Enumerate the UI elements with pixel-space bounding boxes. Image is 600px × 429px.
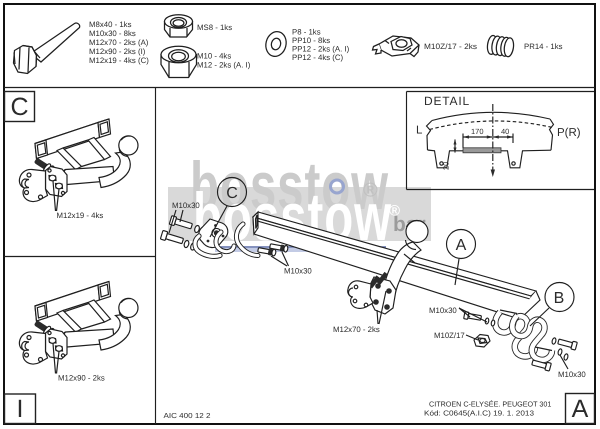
svg-text:170: 170 xyxy=(471,127,484,136)
svg-text:A: A xyxy=(456,237,467,254)
svg-text:M10x30: M10x30 xyxy=(558,370,586,379)
svg-text:®: ® xyxy=(363,180,378,202)
svg-text:M10Z/17 - 2ks: M10Z/17 - 2ks xyxy=(424,42,477,51)
svg-text:Kód: C0645(A.I.C) 19. 1. 2013: Kód: C0645(A.I.C) 19. 1. 2013 xyxy=(424,409,534,418)
svg-text:M10x30: M10x30 xyxy=(172,201,200,210)
svg-text:M12x90 - 2ks (I): M12x90 - 2ks (I) xyxy=(89,47,146,56)
svg-text:PP10 - 8ks: PP10 - 8ks xyxy=(292,36,330,45)
svg-text:M12x19 - 4ks: M12x19 - 4ks xyxy=(57,211,104,220)
svg-text:M8x40 - 1ks: M8x40 - 1ks xyxy=(89,20,132,29)
svg-text:P(R): P(R) xyxy=(557,127,581,139)
svg-text:M12x70 - 2ks: M12x70 - 2ks xyxy=(333,325,380,334)
svg-text:C: C xyxy=(10,93,28,121)
svg-text:MS8 - 1ks: MS8 - 1ks xyxy=(197,23,232,32)
svg-text:P8 - 1ks: P8 - 1ks xyxy=(292,28,321,37)
svg-text:M10Z/17: M10Z/17 xyxy=(434,331,465,340)
svg-text:®: ® xyxy=(389,203,400,220)
svg-text:M12x19 - 4ks (C): M12x19 - 4ks (C) xyxy=(89,56,149,65)
svg-text:I: I xyxy=(17,395,24,423)
svg-text:M10 - 4ks: M10 - 4ks xyxy=(197,52,231,61)
svg-text:A: A xyxy=(572,395,589,423)
svg-text:M12x70 - 2ks (A): M12x70 - 2ks (A) xyxy=(89,38,149,47)
svg-text:M12x90 - 2ks: M12x90 - 2ks xyxy=(58,374,105,383)
svg-text:M12 - 2ks (A. I): M12 - 2ks (A. I) xyxy=(197,61,251,70)
svg-text:C: C xyxy=(226,185,238,202)
svg-text:M10x30: M10x30 xyxy=(284,267,312,276)
svg-text:bosstow: bosstow xyxy=(190,149,389,224)
svg-text:B: B xyxy=(554,290,565,307)
svg-text:20: 20 xyxy=(442,162,451,170)
svg-text:PP12 - 4ks (C): PP12 - 4ks (C) xyxy=(292,53,344,62)
svg-text:DETAIL: DETAIL xyxy=(424,94,470,108)
svg-text:PP12 - 2ks (A. I): PP12 - 2ks (A. I) xyxy=(292,45,350,54)
svg-text:PR14 - 1ks: PR14 - 1ks xyxy=(524,42,563,51)
svg-text:L: L xyxy=(416,125,423,137)
svg-text:40: 40 xyxy=(501,127,509,136)
svg-text:AIC 400 12 2: AIC 400 12 2 xyxy=(164,411,211,420)
svg-text:CITROEN C-ELYSÉE. PEUGEOT 301: CITROEN C-ELYSÉE. PEUGEOT 301 xyxy=(429,400,551,409)
svg-text:M10x30: M10x30 xyxy=(429,306,457,315)
svg-text:M10x30 - 8ks: M10x30 - 8ks xyxy=(89,29,136,38)
